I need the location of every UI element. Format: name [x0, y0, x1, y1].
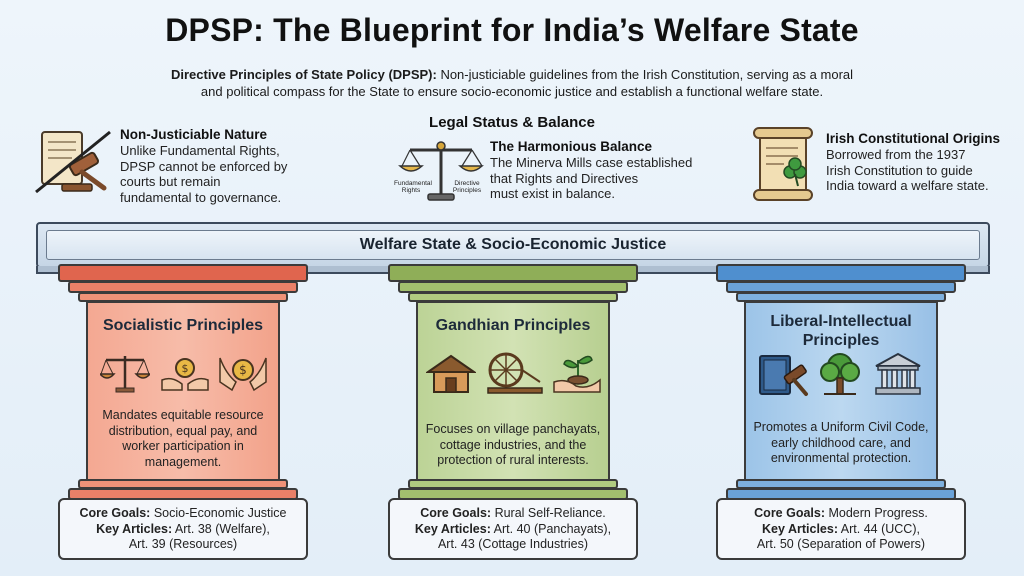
village-hut-icon — [426, 354, 476, 393]
page-title: DPSP: The Blueprint for India’s Welfare … — [165, 12, 859, 48]
irish-origins-text: Borrowed from the 1937 Irish Constitutio… — [826, 147, 989, 193]
irish-scroll-shamrock-icon — [753, 127, 813, 201]
harmonious-balance-heading: The Harmonious Balance — [490, 139, 653, 154]
pillar-goals-box: Core Goals: Rural Self-Reliance. Key Art… — [388, 498, 638, 560]
pillar-goals-box: Core Goals: Modern Progress. Key Article… — [716, 498, 966, 560]
tree-icon — [820, 353, 860, 395]
courthouse-icon — [875, 352, 921, 395]
balance-scale-icon — [398, 141, 484, 201]
pillar-title: Gandhian Principles — [435, 317, 591, 334]
harmonious-balance-text: The Minerva Mills case established that … — [490, 155, 693, 201]
gavel-scroll-crossed-icon — [35, 130, 111, 194]
subtitle-bold: Directive Principles of State Policy (DP… — [170, 67, 437, 82]
coin-hands-icon: $ — [219, 357, 267, 392]
subtitle-line2: and political compass for the State to e… — [200, 84, 824, 99]
pillar-description: Promotes a Uniform Civil Code, early chi… — [753, 420, 929, 465]
irish-origins-heading: Irish Constitutional Origins — [826, 131, 1001, 146]
page-subtitle: Directive Principles of State Policy (DP… — [110, 66, 914, 100]
pillar-description: Focuses on village panchayats, cottage i… — [425, 422, 601, 467]
svg-text:$: $ — [182, 362, 189, 375]
beam-label: Welfare State & Socio-Economic Justice — [359, 236, 667, 253]
pillar-title: Socialistic Principles — [102, 317, 264, 334]
law-book-gavel-icon — [759, 355, 808, 396]
pillar-goals-box: Core Goals: Socio-Economic Justice Key A… — [58, 498, 308, 560]
spinning-wheel-icon — [487, 352, 543, 394]
welfare-state-beam: Welfare State & Socio-Economic Justice — [36, 222, 990, 268]
non-justiciable-text: Unlike Fundamental Rights, DPSP cannot b… — [120, 143, 288, 205]
non-justiciable-heading: Non-Justiciable Nature — [120, 127, 268, 142]
svg-text:$: $ — [239, 363, 247, 377]
pillar-description: Mandates equitable resource distribution… — [102, 408, 264, 469]
scales-icon — [100, 356, 150, 393]
plant-hand-icon — [553, 355, 601, 393]
scale-left-label: Fundamental Rights — [394, 180, 432, 194]
pillar-title: Liberal-Intellectual Principles — [770, 313, 912, 349]
legal-status-heading: Legal Status & Balance — [429, 114, 595, 131]
coin-hands-icon: $ — [161, 358, 209, 391]
subtitle-line1: Non-justiciable guidelines from the Iris… — [436, 67, 854, 82]
scale-right-label: Directive Principles — [452, 180, 482, 194]
